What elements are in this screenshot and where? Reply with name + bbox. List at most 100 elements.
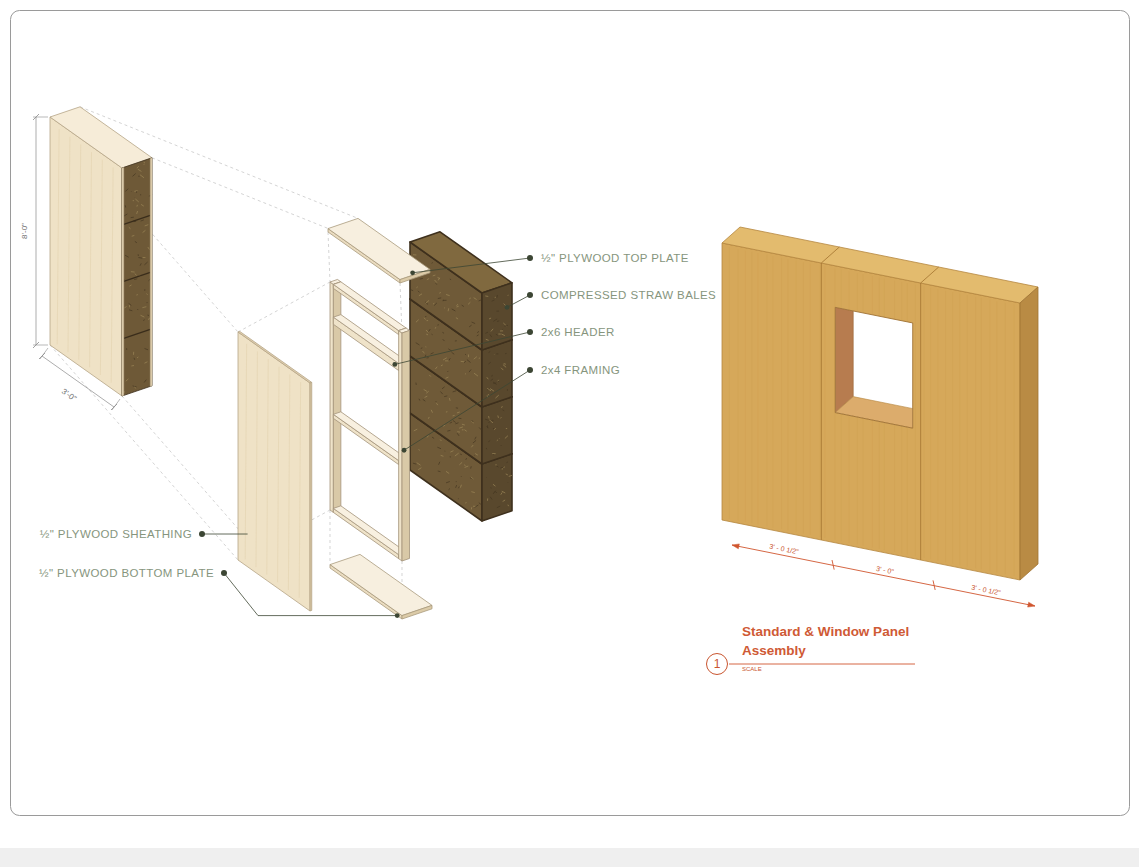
straw-texture xyxy=(477,335,479,336)
straw-texture xyxy=(411,289,413,291)
straw-texture xyxy=(443,300,446,301)
wood-grain xyxy=(824,266,825,537)
straw-texture xyxy=(452,352,455,354)
straw-texture xyxy=(488,441,490,442)
straw-texture xyxy=(439,292,441,294)
panel-seam xyxy=(821,247,839,263)
straw-texture xyxy=(443,358,447,360)
straw-texture xyxy=(467,360,471,363)
straw-texture xyxy=(470,466,472,468)
straw-texture xyxy=(503,365,506,368)
straw-texture xyxy=(431,353,434,354)
straw-texture xyxy=(487,388,491,391)
straw-texture xyxy=(496,464,497,466)
straw-texture xyxy=(487,498,488,500)
wood-grain xyxy=(810,264,811,535)
straw-texture xyxy=(474,298,477,300)
wood-grain xyxy=(915,285,916,556)
wood-grain xyxy=(288,374,289,590)
straw-texture xyxy=(464,430,466,432)
straw-texture xyxy=(455,453,459,456)
dimension-tick xyxy=(33,114,39,120)
straw-texture xyxy=(470,478,473,479)
dimension-line xyxy=(732,545,1035,606)
dimension-tick xyxy=(39,353,45,359)
straw-texture xyxy=(442,300,443,302)
straw-texture xyxy=(488,416,490,418)
panel-seam xyxy=(921,267,939,283)
straw-texture xyxy=(448,308,450,311)
straw-texture xyxy=(500,330,503,331)
straw-texture xyxy=(432,334,433,336)
straw-texture xyxy=(125,189,128,192)
straw-texture xyxy=(490,497,492,500)
straw-texture xyxy=(474,357,477,359)
window-sill xyxy=(835,397,930,429)
leader-lines xyxy=(199,255,533,618)
straw-texture xyxy=(449,398,451,401)
straw-texture xyxy=(504,325,507,327)
straw-texture xyxy=(138,176,139,177)
straw-texture xyxy=(497,320,499,322)
wood-grain xyxy=(781,258,782,529)
bale-seam xyxy=(124,272,151,281)
straw-texture xyxy=(469,325,471,327)
straw-texture xyxy=(509,475,512,476)
straw-texture xyxy=(485,332,488,333)
straw-texture xyxy=(487,388,490,390)
straw-texture xyxy=(418,291,420,293)
wood-grain xyxy=(751,252,752,523)
straw-texture xyxy=(494,428,496,430)
straw-texture xyxy=(474,454,476,456)
straw-texture xyxy=(465,466,469,467)
straw-texture xyxy=(493,382,496,384)
straw-texture xyxy=(416,320,419,323)
part-label: 2x6 HEADER xyxy=(541,326,615,338)
straw-texture xyxy=(143,162,145,163)
straw-texture xyxy=(416,286,417,288)
straw-texture xyxy=(506,474,508,475)
straw-texture xyxy=(140,315,144,317)
straw-texture xyxy=(124,214,128,216)
straw-texture xyxy=(471,491,474,493)
plate-top xyxy=(330,554,432,615)
straw-texture xyxy=(502,468,503,469)
straw-texture xyxy=(498,381,499,382)
straw-texture xyxy=(488,362,490,364)
straw-texture xyxy=(444,395,447,397)
straw-texture xyxy=(131,365,134,366)
wood-grain xyxy=(267,359,268,575)
straw-texture xyxy=(136,191,137,193)
straw-texture xyxy=(435,367,437,369)
wood-grain xyxy=(1014,305,1015,576)
straw-texture xyxy=(471,477,474,479)
straw-texture xyxy=(422,351,424,353)
straw-texture xyxy=(455,340,457,341)
straw-texture xyxy=(441,455,444,457)
wood-grain xyxy=(1005,303,1006,574)
straw-texture xyxy=(137,309,139,310)
straw-texture xyxy=(133,173,136,176)
straw-texture xyxy=(502,328,503,330)
straw-texture xyxy=(143,163,145,165)
drawing-title: Standard & Window Panel Assembly xyxy=(742,622,932,660)
straw-texture xyxy=(473,440,476,443)
leader-line xyxy=(395,332,530,364)
straw-bales xyxy=(410,232,512,521)
straw-texture xyxy=(136,205,137,207)
straw-texture xyxy=(439,462,440,465)
straw-texture xyxy=(469,298,471,300)
straw-texture xyxy=(418,399,420,401)
straw-texture xyxy=(426,300,429,303)
straw-texture xyxy=(462,305,464,306)
straw-texture xyxy=(450,456,451,457)
straw-texture xyxy=(141,220,144,221)
plywood-side xyxy=(310,382,312,611)
straw-texture xyxy=(459,462,462,465)
callout-circle: 1 xyxy=(706,653,728,675)
straw-texture xyxy=(506,461,508,463)
leader-dot xyxy=(527,292,533,298)
straw-texture xyxy=(426,334,428,336)
straw-texture xyxy=(126,348,127,350)
straw-texture xyxy=(507,482,508,484)
